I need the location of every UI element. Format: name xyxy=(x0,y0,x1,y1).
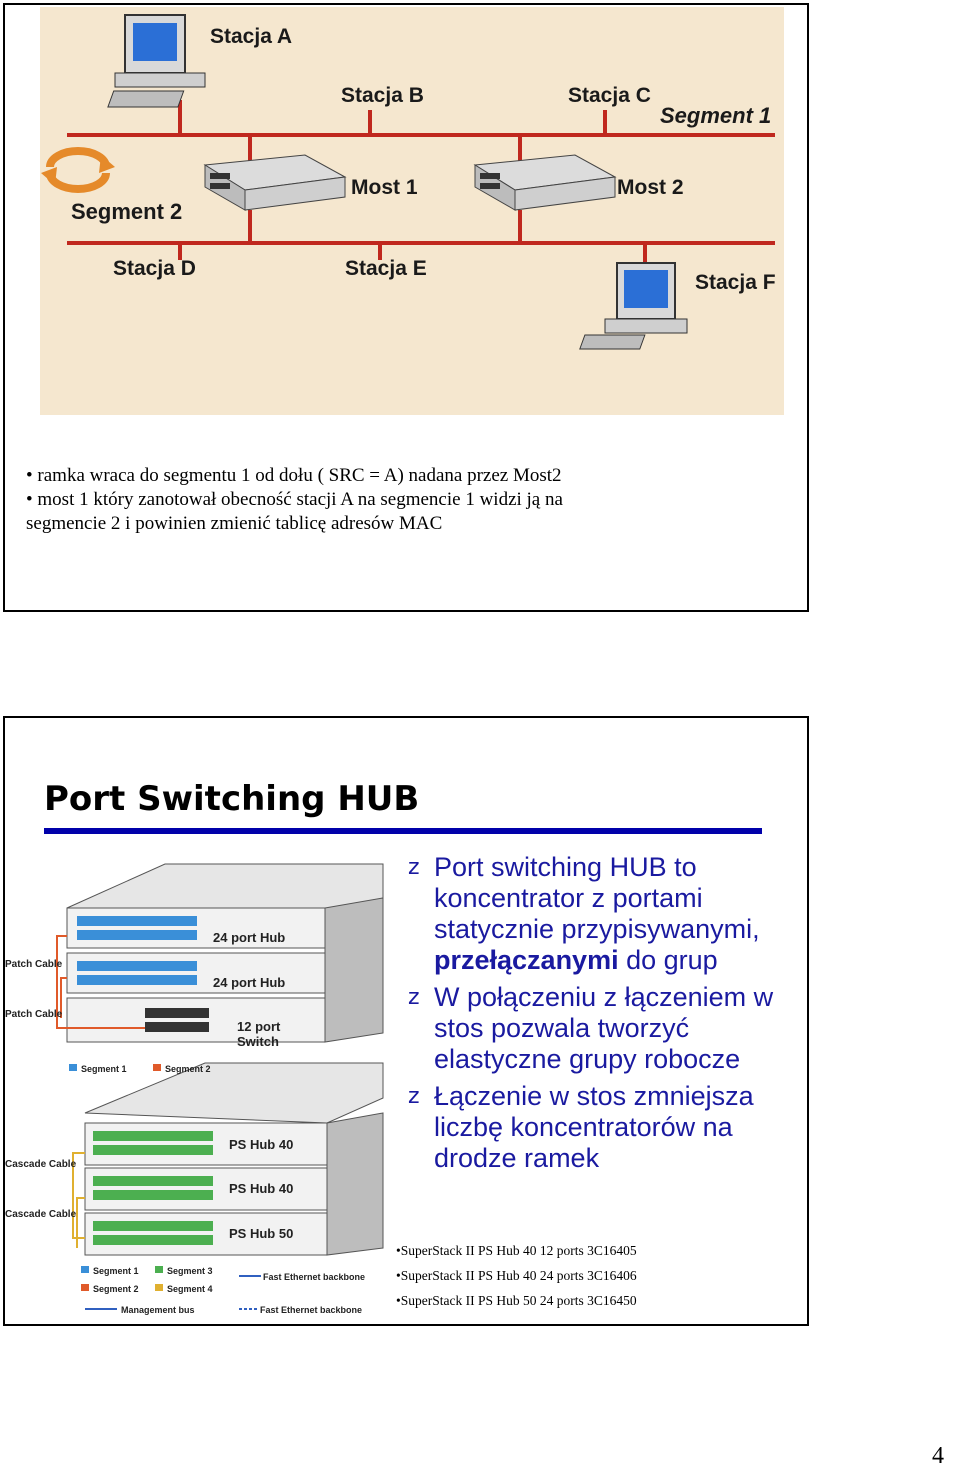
title-underline xyxy=(44,828,762,834)
hub-stack-figure: 24 port Hub 24 port Hub 12 port Switch P… xyxy=(5,858,405,1348)
label-station-b: Stacja B xyxy=(341,84,424,107)
label-station-a: Stacja A xyxy=(210,25,292,48)
leg-management-bus: Management bus xyxy=(121,1305,195,1315)
label-24-port-hub-2: 24 port Hub xyxy=(213,975,285,990)
label-12-port: 12 port xyxy=(237,1019,281,1034)
note-line-3: segmencie 2 i powinien zmienić tablicę a… xyxy=(26,512,786,536)
reference-item: •SuperStack II PS Hub 40 12 ports 3C1640… xyxy=(396,1238,637,1263)
label-patch-cable-2: Patch Cable xyxy=(5,1009,63,1020)
reference-item: •SuperStack II PS Hub 50 24 ports 3C1645… xyxy=(396,1288,637,1313)
bullet-marker-icon: z xyxy=(408,1081,420,1112)
legend-seg2: Segment 2 xyxy=(165,1064,211,1074)
leg-fast-ethernet-1: Fast Ethernet backbone xyxy=(263,1272,365,1282)
legend-seg1: Segment 1 xyxy=(81,1064,127,1074)
slide2-title: Port Switching HUB xyxy=(44,779,419,819)
label-station-e: Stacja E xyxy=(345,257,427,280)
label-cascade-cable-1: Cascade Cable xyxy=(5,1159,77,1170)
leg-segment3: Segment 3 xyxy=(167,1266,213,1276)
leg-segment1: Segment 1 xyxy=(93,1266,139,1276)
note-line-1: • ramka wraca do segmentu 1 od dołu ( SR… xyxy=(26,464,786,488)
bullet-marker-icon: z xyxy=(408,982,420,1013)
label-ps-hub-40a: PS Hub 40 xyxy=(229,1137,293,1152)
label-patch-cable-1: Patch Cable xyxy=(5,959,63,970)
label-ps-hub-40b: PS Hub 40 xyxy=(229,1181,293,1196)
label-station-f: Stacja F xyxy=(695,271,776,294)
slide1-notes: • ramka wraca do segmentu 1 od dołu ( SR… xyxy=(26,464,786,536)
leg-fast-ethernet-2: Fast Ethernet backbone xyxy=(260,1305,362,1315)
label-station-c: Stacja C xyxy=(568,84,651,107)
label-switch: Switch xyxy=(237,1034,279,1049)
label-bridge-2: Most 2 xyxy=(617,176,684,199)
label-ps-hub-50: PS Hub 50 xyxy=(229,1226,293,1241)
label-cascade-cable-2: Cascade Cable xyxy=(5,1209,77,1220)
leg-segment2: Segment 2 xyxy=(93,1284,139,1294)
bullet-marker-icon: z xyxy=(408,852,420,883)
note-line-2: • most 1 który zanotował obecność stacji… xyxy=(26,488,786,512)
label-segment-1: Segment 1 xyxy=(660,103,771,128)
label-bridge-1: Most 1 xyxy=(351,176,418,199)
product-references: •SuperStack II PS Hub 40 12 ports 3C1640… xyxy=(396,1238,637,1313)
upper-hub-stack xyxy=(67,864,383,1042)
leg-segment4: Segment 4 xyxy=(167,1284,213,1294)
label-station-d: Stacja D xyxy=(113,257,196,280)
label-segment-2: Segment 2 xyxy=(71,199,182,224)
reference-item: •SuperStack II PS Hub 40 24 ports 3C1640… xyxy=(396,1263,637,1288)
page-number: 4 xyxy=(932,1443,944,1470)
label-24-port-hub-1: 24 port Hub xyxy=(213,930,285,945)
legend-swatch-seg1 xyxy=(69,1064,77,1071)
legend-swatch-seg2 xyxy=(153,1064,161,1071)
